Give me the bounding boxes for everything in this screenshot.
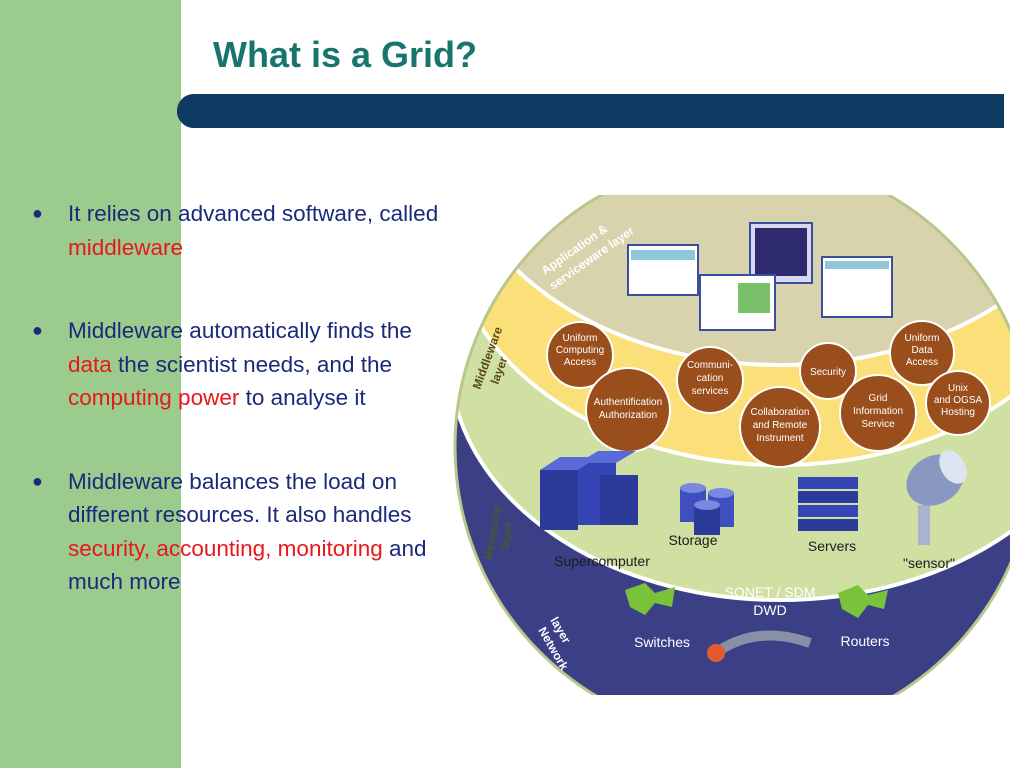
node-label: Collaboration xyxy=(751,407,810,418)
routers-icon xyxy=(838,585,888,618)
node-label: Access xyxy=(564,357,596,368)
node-uniform-computing-access xyxy=(546,321,614,389)
node-uniform-data-access xyxy=(889,320,955,386)
layer-label-resource: layer xyxy=(497,520,516,550)
node-label: Uniform xyxy=(904,333,939,344)
layer-separator xyxy=(455,195,1010,602)
app-window-screen xyxy=(755,228,807,276)
node-communication-services xyxy=(676,346,744,414)
node-security xyxy=(799,342,857,400)
resource-label-storage: Storage xyxy=(668,532,717,548)
node-label: cation xyxy=(697,373,724,384)
sensor-icon xyxy=(906,450,967,545)
grid-layer-diagram: Application & serviceware layer Middlewa… xyxy=(453,195,1010,695)
node-label: Authentification xyxy=(594,397,662,408)
servers-icon xyxy=(798,477,858,531)
bullet-highlight: middleware xyxy=(68,234,184,260)
app-window-map xyxy=(738,283,770,313)
node-label: Computing xyxy=(556,345,604,356)
node-label: Instrument xyxy=(756,433,803,444)
node-label: Grid xyxy=(869,393,888,404)
diagram-outline xyxy=(453,195,1010,695)
supercomputer-icon xyxy=(540,451,638,530)
bullet-item: ● Middleware automatically finds the data… xyxy=(30,314,460,415)
slide-title: What is a Grid? xyxy=(213,34,478,75)
bullet-text: and much more xyxy=(68,535,427,595)
node-grid-information-service xyxy=(839,374,917,452)
bullet-text: the scientist needs, and the xyxy=(111,351,392,377)
switches-icon xyxy=(625,583,675,615)
fiber-cable-icon xyxy=(707,630,812,662)
resource-label-servers: Servers xyxy=(808,538,856,554)
node-label: Authorization xyxy=(599,410,657,421)
node-label: Service xyxy=(861,419,895,430)
node-label: Information xyxy=(853,406,903,417)
bullet-item: ● Middleware balances the load on differe… xyxy=(30,465,460,599)
node-label: Unix xyxy=(948,383,968,394)
network-label-switches: Switches xyxy=(634,634,690,650)
network-label-link: SONET / SDM xyxy=(725,584,816,600)
bullet-item: ●It relies on advanced software, called … xyxy=(30,197,460,264)
resource-label-supercomputer: Supercomputer xyxy=(554,553,650,569)
node-label: and Remote xyxy=(753,420,808,431)
bullet-dot-icon: ● xyxy=(32,470,43,491)
bullet-highlight: computing power xyxy=(68,385,240,410)
app-window-header xyxy=(631,250,695,260)
node-label: Uniform xyxy=(562,333,597,344)
resource-label-sensor: "sensor" xyxy=(903,555,955,571)
node-label: Data xyxy=(911,345,933,356)
application-windows xyxy=(627,222,893,331)
storage-icon xyxy=(680,483,734,535)
application-layer-band xyxy=(455,195,1010,365)
bullet-text: Middleware automatically finds the xyxy=(68,318,412,343)
bullet-text: to analyse it xyxy=(239,385,366,410)
node-unix-ogsa-hosting xyxy=(925,370,991,436)
bullet-list: ●It relies on advanced software, called … xyxy=(30,197,460,649)
layer-separator xyxy=(455,195,1010,367)
bullet-text: Middleware balances the load on differen… xyxy=(68,468,412,528)
bullet-highlight: data xyxy=(68,351,112,377)
network-label-routers: Routers xyxy=(840,633,889,649)
bullet-highlight: security, accounting, monitoring xyxy=(68,535,383,561)
node-label: Hosting xyxy=(941,407,975,418)
left-color-band xyxy=(0,0,181,768)
app-window-header xyxy=(825,261,889,269)
node-label: services xyxy=(692,386,729,397)
bullet-dot-icon: ● xyxy=(32,320,43,340)
node-collaboration-remote-instrument xyxy=(739,386,821,468)
bullet-text: It relies on advanced software, called xyxy=(68,201,439,226)
bullet-dot-icon: ● xyxy=(32,203,43,223)
network-label-link: DWD xyxy=(753,602,786,618)
node-label: Access xyxy=(906,357,938,368)
title-underline-bar xyxy=(177,94,1004,128)
node-label: and OGSA xyxy=(934,395,983,406)
node-label: Communi- xyxy=(687,360,733,371)
node-label: Security xyxy=(810,367,846,378)
